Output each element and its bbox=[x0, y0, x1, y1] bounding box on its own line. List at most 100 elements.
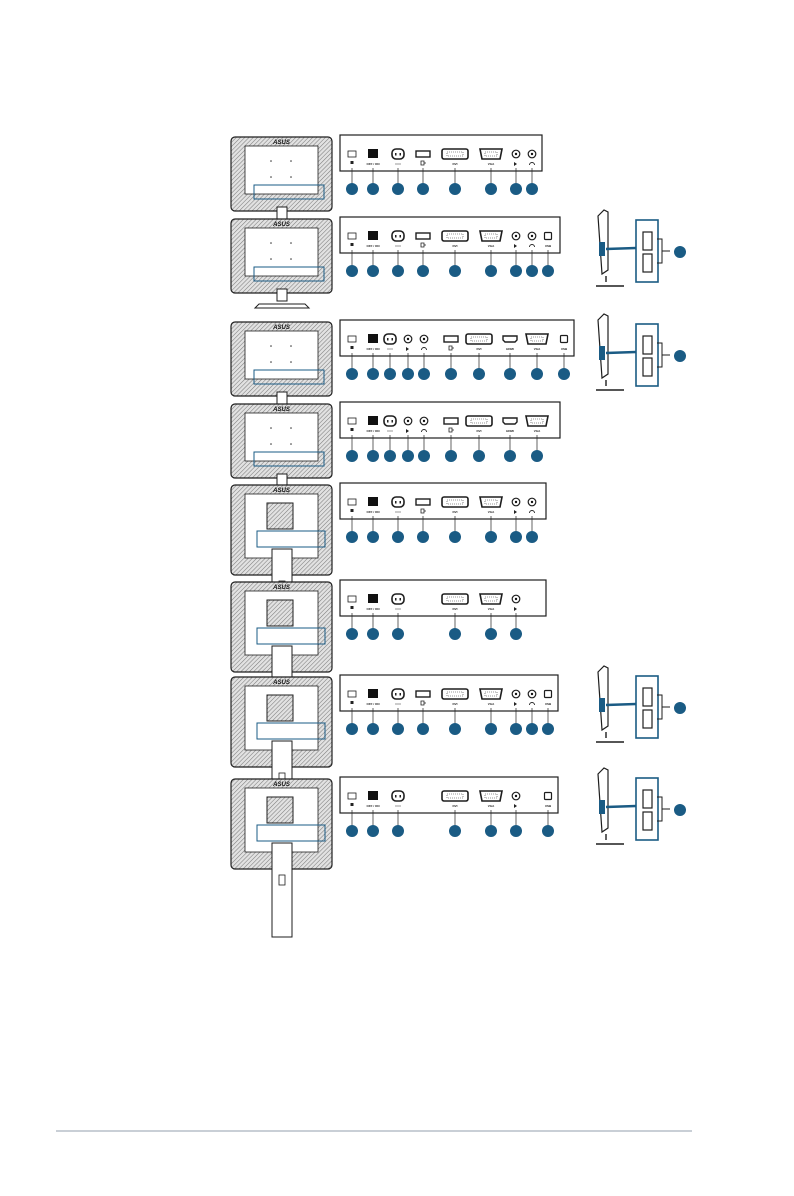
jack-center bbox=[406, 419, 410, 423]
callout-circle-dvi bbox=[449, 723, 461, 735]
screw-dot bbox=[290, 427, 292, 429]
vga-pins bbox=[530, 418, 544, 424]
ac-pin bbox=[399, 693, 401, 696]
ac-power-input-icon bbox=[391, 790, 405, 802]
rear-io-panel bbox=[339, 134, 543, 172]
callout-circle-dvi bbox=[449, 825, 461, 837]
usb-downstream-port-icon bbox=[642, 231, 653, 251]
callout-circle-dvi bbox=[473, 368, 485, 380]
vga-label: VGA bbox=[488, 510, 495, 514]
usb-panel-callout-box bbox=[635, 777, 659, 841]
dvi-pins bbox=[470, 418, 488, 424]
callout-circle-vga bbox=[485, 531, 497, 543]
brand-logo: ASUS bbox=[272, 488, 290, 494]
stand-slot bbox=[278, 874, 286, 886]
callout-line bbox=[605, 350, 637, 355]
callout-circle-dp bbox=[417, 723, 429, 735]
ac-power-input-icon bbox=[383, 415, 397, 427]
callout-circle-ac bbox=[384, 368, 396, 380]
jack-center bbox=[406, 337, 410, 341]
kensington-lock-icon bbox=[347, 690, 357, 698]
usb-downstream-port-icon bbox=[642, 687, 653, 707]
dvi-pins bbox=[446, 233, 464, 239]
vga-pins bbox=[484, 596, 498, 602]
vga-label: VGA bbox=[488, 244, 495, 248]
callout-line bbox=[605, 804, 637, 809]
headphone-glyph-icon bbox=[529, 244, 535, 248]
dvi-pins bbox=[446, 596, 464, 602]
dvi-label: DVI bbox=[452, 510, 457, 514]
callout-circle-audio-in bbox=[402, 450, 414, 462]
usb-upstream-port-icon bbox=[559, 334, 569, 344]
callout-circle-earphone bbox=[526, 183, 538, 195]
callout-circle-vga bbox=[531, 368, 543, 380]
dvi-label: DVI bbox=[452, 607, 457, 611]
power-switch-label: OFF / ON bbox=[367, 244, 380, 248]
power-switch-label: OFF / ON bbox=[367, 162, 380, 166]
jack-center bbox=[530, 234, 534, 238]
ac-pin bbox=[399, 795, 401, 798]
usb-label: USB bbox=[545, 244, 552, 248]
connector-area-box bbox=[256, 627, 326, 645]
callout-circle-usb bbox=[674, 246, 686, 258]
kensington-lock-icon bbox=[347, 150, 357, 158]
ac-power-input-icon bbox=[391, 148, 405, 160]
footer-rule bbox=[56, 1130, 692, 1132]
ac-pin bbox=[399, 501, 401, 504]
displayport-glyph-icon bbox=[420, 700, 426, 706]
usb-label: USB bbox=[561, 347, 568, 351]
lock-glyph-icon bbox=[350, 346, 354, 349]
callout-circle-usb bbox=[542, 723, 554, 735]
callout-circle-lock bbox=[346, 450, 358, 462]
jack-center bbox=[530, 152, 534, 156]
bracket-line bbox=[657, 796, 670, 822]
audio-in-glyph-icon bbox=[406, 347, 409, 351]
audio-in-glyph-icon bbox=[514, 702, 517, 706]
power-switch-label: OFF / ON bbox=[367, 607, 380, 611]
lock-glyph-icon bbox=[350, 243, 354, 246]
screw-dot bbox=[270, 160, 272, 162]
ac-pin bbox=[395, 153, 397, 156]
callout-circle-vga bbox=[485, 183, 497, 195]
vesa-mount bbox=[266, 694, 294, 722]
audio-in-glyph-icon bbox=[514, 607, 517, 611]
kensington-lock-icon bbox=[347, 335, 357, 343]
callout-circle-usb bbox=[674, 350, 686, 362]
connector-area-box bbox=[256, 824, 326, 842]
side-stand bbox=[596, 276, 624, 287]
power-switch-icon bbox=[368, 594, 378, 603]
callout-circle-lock bbox=[346, 723, 358, 735]
displayport-glyph-icon bbox=[420, 242, 426, 248]
connector-area-box bbox=[256, 530, 326, 548]
monitor-rear-cover bbox=[244, 145, 319, 195]
usb-downstream-port-icon bbox=[642, 811, 653, 831]
vga-pins bbox=[484, 691, 498, 697]
displayport-icon bbox=[443, 335, 459, 343]
callout-circle-earphone bbox=[526, 531, 538, 543]
stand-neck bbox=[276, 473, 288, 487]
callout-circle-dp bbox=[417, 183, 429, 195]
ac-pin bbox=[399, 235, 401, 238]
ac-pin bbox=[391, 338, 393, 341]
callout-circle-dvi bbox=[449, 265, 461, 277]
usb-ports-highlight bbox=[599, 800, 605, 814]
callout-circle-earphone bbox=[526, 265, 538, 277]
callout-circle-earphone bbox=[526, 723, 538, 735]
displayport-glyph-icon bbox=[420, 160, 426, 166]
callout-circle-audio-in bbox=[510, 825, 522, 837]
callout-circle-dp bbox=[417, 265, 429, 277]
usb-upstream-port-icon bbox=[543, 689, 553, 699]
callout-circle-audio-in bbox=[510, 628, 522, 640]
screw-dot bbox=[270, 176, 272, 178]
displayport-glyph-icon bbox=[420, 508, 426, 514]
lock-glyph-icon bbox=[350, 161, 354, 164]
ac-pin bbox=[395, 795, 397, 798]
audio-in-glyph-icon bbox=[514, 244, 517, 248]
callout-circle-earphone bbox=[418, 368, 430, 380]
connector-area-box bbox=[256, 722, 326, 740]
hdmi-label: HDMI bbox=[506, 347, 514, 351]
callout-circle-ac bbox=[392, 628, 404, 640]
dvi-label: DVI bbox=[452, 702, 457, 706]
vga-label: VGA bbox=[488, 162, 495, 166]
callout-circle-dp bbox=[417, 531, 429, 543]
